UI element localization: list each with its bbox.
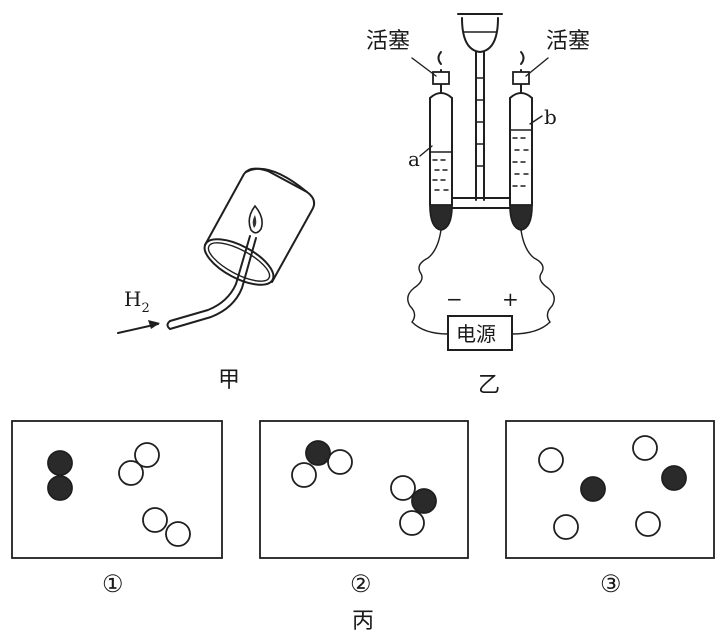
caption-bing: 丙 — [352, 609, 374, 634]
dark-atom — [661, 465, 687, 491]
particle-panel-1: ① — [11, 420, 223, 598]
white-atom — [399, 510, 425, 536]
particle-panel-2: ② — [259, 420, 469, 598]
dark-atom — [47, 450, 73, 476]
h2-label: H2 — [124, 287, 150, 316]
wire-negative — [407, 229, 449, 335]
white-atom — [553, 514, 579, 540]
dark-atom — [47, 475, 73, 501]
dark-atom — [305, 440, 331, 466]
white-atom — [165, 521, 191, 547]
caption-yi: 乙 — [478, 373, 500, 398]
panel-number-2: ② — [350, 570, 372, 598]
electrode-positive — [509, 204, 533, 231]
tube-a-label: a — [408, 147, 420, 171]
positive-terminal-sign: + — [502, 287, 519, 311]
dark-atom — [580, 476, 606, 502]
white-atom — [134, 442, 160, 468]
power-supply-label: 电源 — [456, 322, 496, 346]
stopcock-right — [512, 51, 549, 93]
white-atom — [635, 511, 661, 537]
negative-terminal-sign: − — [446, 287, 463, 311]
particle-panel-3: ③ — [505, 420, 715, 598]
power-supply: 电源 — [447, 315, 513, 351]
white-atom — [632, 435, 658, 461]
stopcock-left-label: 活塞 — [366, 29, 410, 54]
panel-number-3: ③ — [600, 570, 622, 598]
dark-atom — [411, 488, 437, 514]
white-atom — [390, 475, 416, 501]
tube-b-label: b — [544, 105, 557, 129]
white-atom — [327, 449, 353, 475]
funnel-reservoir — [457, 13, 503, 201]
electrode-negative — [429, 204, 453, 231]
figure-yi: 活塞 活塞 a b 电源 − + 乙 — [366, 13, 590, 398]
stopcock-right-label: 活塞 — [546, 29, 590, 54]
tube-a — [429, 92, 453, 206]
wire-positive — [511, 229, 555, 335]
flame-icon — [248, 204, 263, 234]
gas-inflow-arrow — [117, 320, 160, 334]
connecting-tube — [451, 197, 511, 209]
white-atom — [142, 507, 168, 533]
white-atom — [291, 462, 317, 488]
figure-bing: ① ② ③ 丙 — [11, 420, 715, 634]
figure-jia: H2 甲 — [117, 167, 316, 393]
white-atom — [118, 460, 144, 486]
hydrogen-delivery-tube — [166, 235, 257, 330]
tube-b — [509, 92, 533, 206]
panel-number-1: ① — [102, 570, 124, 598]
caption-jia: 甲 — [218, 368, 240, 393]
stopcock-left — [411, 51, 450, 93]
white-atom — [538, 447, 564, 473]
